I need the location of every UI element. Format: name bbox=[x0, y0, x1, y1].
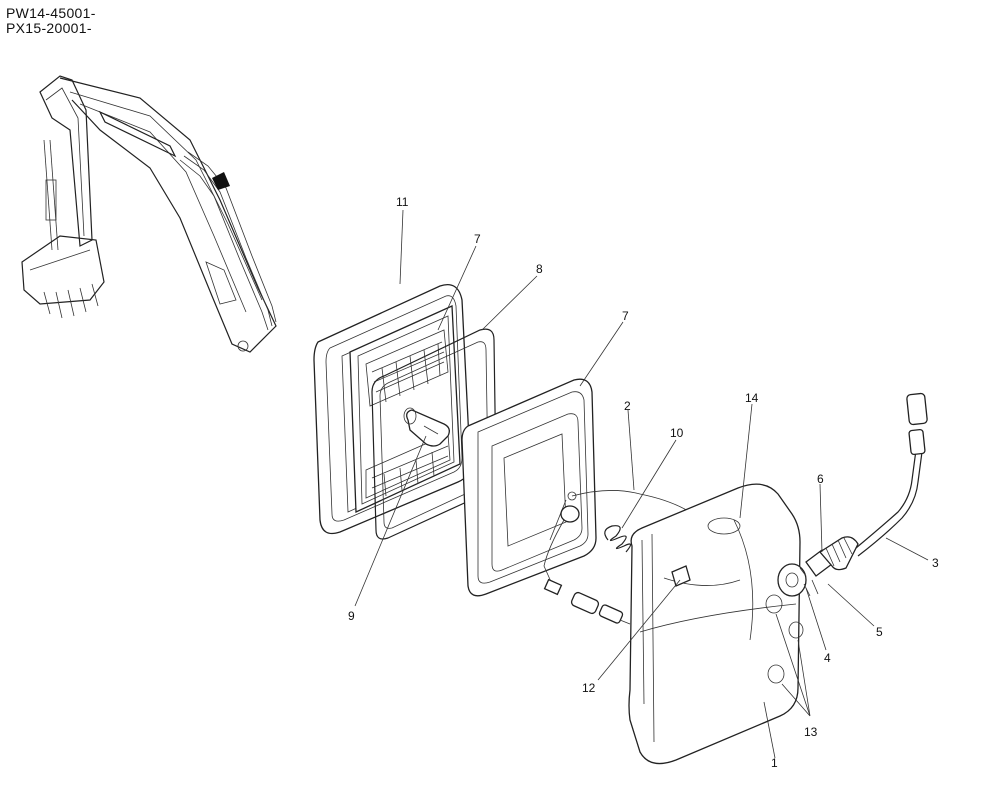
callout-8: 8 bbox=[536, 262, 543, 276]
callout-5: 5 bbox=[876, 625, 883, 639]
serial-number: PW14-45001- bbox=[6, 5, 96, 21]
bulb-part bbox=[403, 407, 450, 447]
callout-4: 4 bbox=[824, 651, 831, 665]
callout-2: 2 bbox=[624, 399, 631, 413]
callout-labels: 11 7 8 7 2 10 14 6 3 5 4 13 1 12 9 bbox=[348, 195, 939, 770]
lens-part bbox=[349, 305, 461, 513]
callout-6: 6 bbox=[817, 472, 824, 486]
callout-13: 13 bbox=[804, 725, 818, 739]
callout-12: 12 bbox=[582, 681, 596, 695]
excavator-boom-illustration bbox=[21, 75, 277, 353]
callout-9: 9 bbox=[348, 609, 355, 623]
callout-7: 7 bbox=[622, 309, 629, 323]
callout-11: 11 bbox=[396, 195, 409, 209]
spring-part bbox=[604, 525, 632, 553]
leader-lines bbox=[354, 209, 929, 759]
callout-7: 7 bbox=[474, 232, 481, 246]
callout-10: 10 bbox=[670, 426, 684, 440]
callout-3: 3 bbox=[932, 556, 939, 570]
housing-part bbox=[628, 483, 807, 765]
wire-harness-part bbox=[543, 490, 691, 625]
callout-1: 1 bbox=[771, 756, 778, 770]
callout-14: 14 bbox=[745, 391, 759, 405]
serial-number: PX15-20001- bbox=[6, 20, 92, 36]
reflector-part bbox=[461, 378, 597, 597]
serial-number-block: PW14-45001- PX15-20001- bbox=[6, 6, 96, 36]
cable-assembly-part bbox=[799, 392, 928, 597]
